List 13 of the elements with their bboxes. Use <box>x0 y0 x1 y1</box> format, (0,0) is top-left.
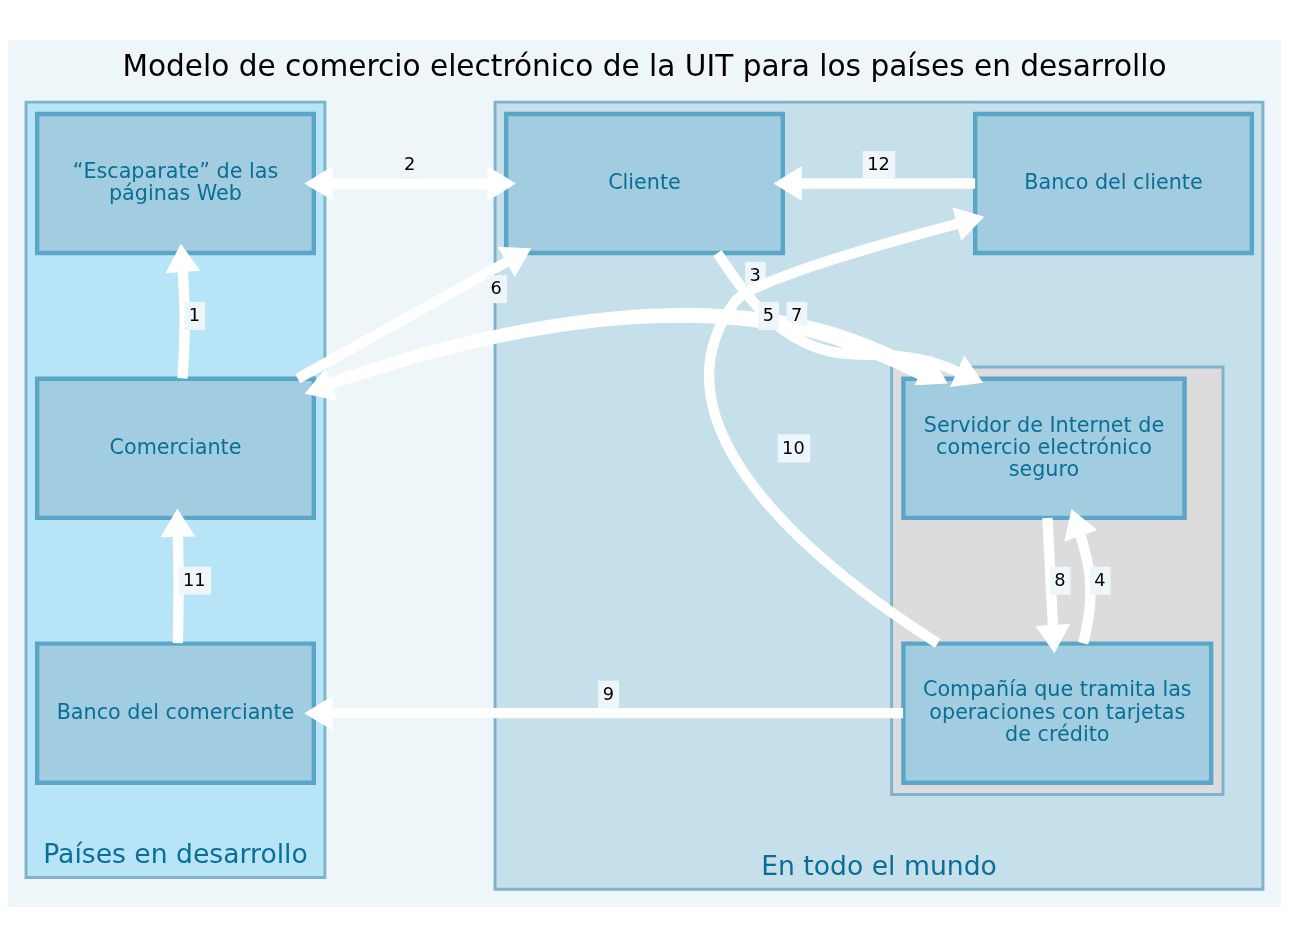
edge-label: 2 <box>404 154 416 175</box>
edge-label: 12 <box>867 154 890 175</box>
diagram-title: Modelo de comercio electrónico de la UIT para los países en desarrollo <box>122 48 1167 83</box>
edge-label: 3 <box>749 265 761 286</box>
edge-label: 6 <box>490 278 502 299</box>
edge-label: 7 <box>790 305 803 326</box>
edge-label: 10 <box>782 437 805 458</box>
edge-label: 11 <box>182 570 206 591</box>
edge-label: 8 <box>1054 570 1066 591</box>
edge-label: 9 <box>602 684 614 705</box>
edge-label: 1 <box>188 305 201 326</box>
edge-label: 4 <box>1094 570 1106 591</box>
edge-label: 5 <box>762 305 775 326</box>
